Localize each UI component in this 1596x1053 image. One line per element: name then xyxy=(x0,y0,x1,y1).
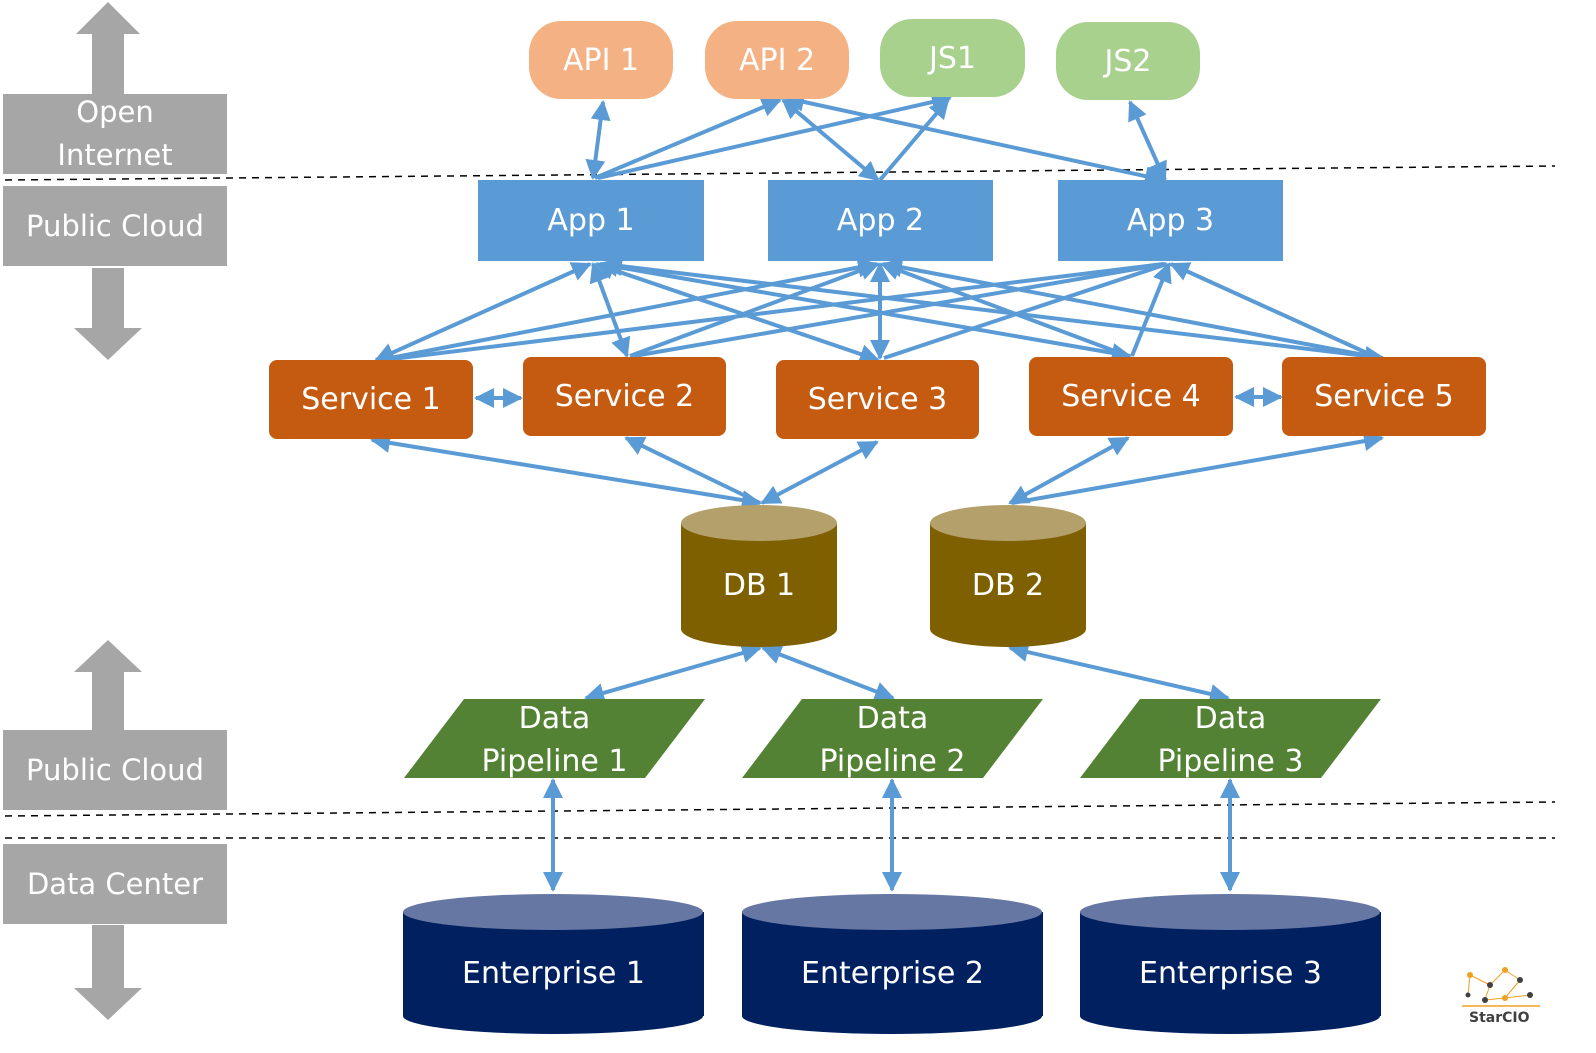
zone-arrow-open-internet xyxy=(76,2,140,95)
connector xyxy=(374,262,592,362)
enterprise-cylinder-2[interactable] xyxy=(742,894,1043,1034)
app-node-1[interactable]: App 1 xyxy=(478,180,704,261)
connector xyxy=(370,433,762,510)
service-node-2[interactable]: Service 2 xyxy=(523,357,726,436)
connector xyxy=(784,92,1165,186)
endpoint-js-2[interactable]: JS2 xyxy=(1056,22,1200,100)
starcio-logo-text: StarCIO xyxy=(1469,1010,1530,1026)
service-node-5[interactable]: Service 5 xyxy=(1282,357,1486,436)
zone-arrow-data-center xyxy=(74,925,142,1020)
connector xyxy=(1128,100,1167,182)
connector xyxy=(1008,642,1230,704)
connector xyxy=(882,257,1381,360)
connector xyxy=(883,262,1168,360)
zone-label-open-internet: Open Internet xyxy=(3,94,227,174)
connector xyxy=(629,260,880,358)
zone-label-public-cloud-top: Public Cloud xyxy=(3,186,227,266)
connector xyxy=(761,645,895,701)
connector xyxy=(760,440,879,505)
service-node-4[interactable]: Service 4 xyxy=(1029,357,1233,436)
connector xyxy=(781,98,880,182)
app-node-2[interactable]: App 2 xyxy=(768,180,993,261)
pipeline-shape-3[interactable] xyxy=(1080,699,1381,778)
connector xyxy=(585,100,611,180)
enterprise-cylinder-3[interactable] xyxy=(1080,894,1381,1034)
connector xyxy=(584,643,762,703)
connector xyxy=(1169,262,1379,360)
starcio-logo-icon xyxy=(1462,967,1540,1007)
connector xyxy=(1008,436,1130,505)
zone-arrow-public-cloud-bottom xyxy=(74,640,142,733)
endpoint-api-1[interactable]: API 1 xyxy=(529,21,673,99)
connector xyxy=(633,262,1166,358)
connector xyxy=(383,262,1164,362)
connector xyxy=(880,260,1129,358)
zone-label-line: Open xyxy=(76,95,154,129)
connector xyxy=(589,262,631,358)
pipeline-shape-1[interactable] xyxy=(404,699,705,778)
endpoint-api-2[interactable]: API 2 xyxy=(705,21,849,99)
db-cylinder-1[interactable] xyxy=(681,505,837,647)
enterprise-cylinder-1[interactable] xyxy=(403,894,704,1034)
db-cylinder-2[interactable] xyxy=(930,505,1086,647)
connector xyxy=(597,92,952,180)
connector xyxy=(624,436,761,505)
pipeline-shape-2[interactable] xyxy=(742,699,1043,778)
connector xyxy=(594,97,782,180)
service-node-1[interactable]: Service 1 xyxy=(269,360,473,439)
boundary-line-internet-cloud xyxy=(4,165,1556,181)
zone-arrow-public-cloud-top xyxy=(74,268,142,360)
zone-label-line: Internet xyxy=(57,138,173,172)
connector xyxy=(379,257,878,362)
connector xyxy=(602,256,1385,366)
connectors xyxy=(370,92,1385,892)
service-node-3[interactable]: Service 3 xyxy=(776,360,979,439)
endpoint-js-1[interactable]: JS1 xyxy=(880,19,1025,97)
zone-label-data-center: Data Center xyxy=(3,844,227,924)
zone-label-public-cloud-bottom: Public Cloud xyxy=(3,730,227,810)
boundary-line-cloud-datacenter-1 xyxy=(4,801,1556,817)
connector xyxy=(1130,262,1172,357)
connector xyxy=(1011,431,1384,505)
app-node-3[interactable]: App 3 xyxy=(1058,180,1283,261)
